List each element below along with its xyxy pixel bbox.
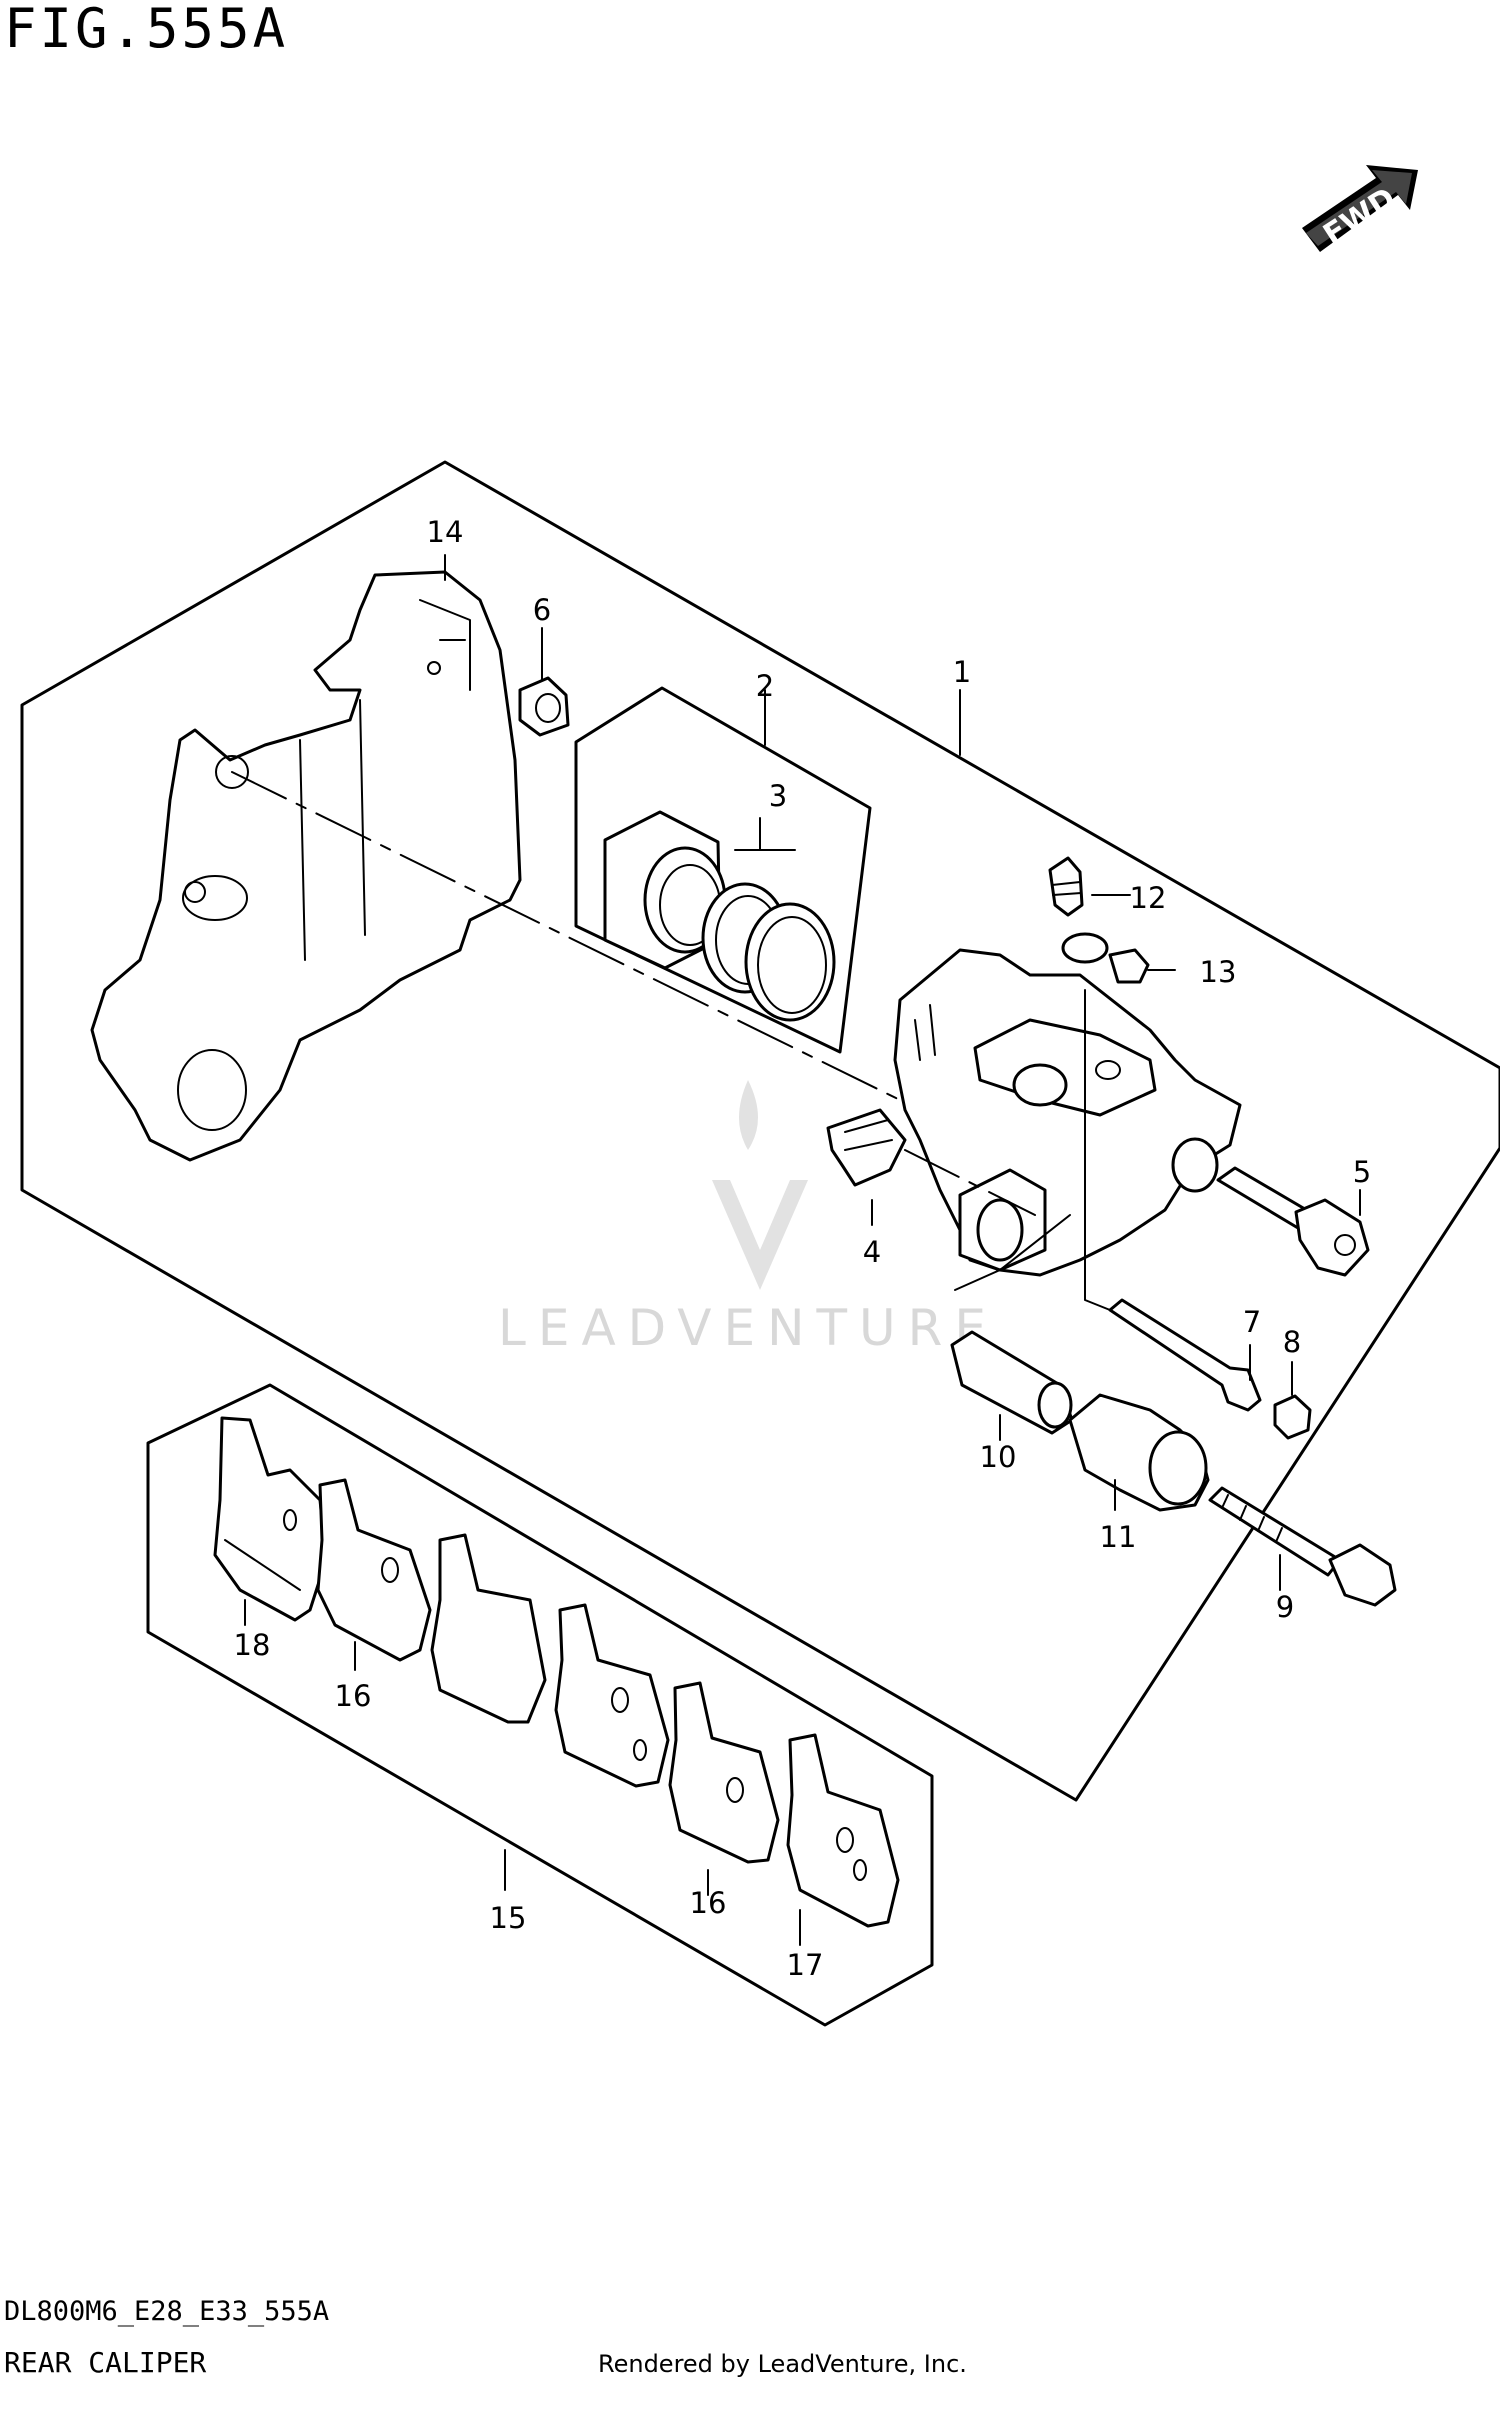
callout-17: 17 xyxy=(787,1948,824,1982)
callout-6: 6 xyxy=(533,593,551,627)
callout-12: 12 xyxy=(1130,881,1167,915)
leadventure-watermark: LEADVENTURE xyxy=(498,1080,998,1357)
part-9-bolt xyxy=(1208,1486,1397,1607)
callout-leaders xyxy=(244,554,1361,1946)
caliper-bracket xyxy=(90,570,522,1162)
part-5-slide-pin xyxy=(1216,1166,1370,1277)
callout-15: 15 xyxy=(490,1901,527,1935)
pad-set-outline xyxy=(146,1383,934,2027)
part-4-pad-spring xyxy=(826,1108,907,1187)
fwd-arrow-icon: FWD xyxy=(1302,165,1418,253)
part-13-bleeder-cap xyxy=(1061,932,1150,984)
callout-14: 14 xyxy=(427,515,464,549)
callout-4: 4 xyxy=(863,1235,881,1269)
callout-16-right: 16 xyxy=(690,1886,727,1920)
part-8-pin-plug xyxy=(1273,1394,1312,1440)
callout-5: 5 xyxy=(1353,1155,1371,1189)
part-7-pad-pin xyxy=(1108,1298,1262,1412)
part-6-nut xyxy=(518,676,570,737)
part-11-boot xyxy=(1068,1393,1210,1512)
rendered-by: Rendered by LeadVenture, Inc. xyxy=(598,2350,967,2378)
part-12-bleeder-screw xyxy=(1048,856,1084,917)
figure-title: FIG.555A xyxy=(4,0,289,60)
callout-3: 3 xyxy=(769,779,787,813)
piston-and-seals xyxy=(603,810,836,1022)
callout-1: 1 xyxy=(953,655,971,689)
section-title: REAR CALIPER xyxy=(4,2346,207,2379)
callout-18: 18 xyxy=(234,1628,271,1662)
callout-11: 11 xyxy=(1100,1520,1137,1554)
brake-pads xyxy=(213,1416,900,1928)
leader-lines xyxy=(231,771,1111,1311)
piston-kit-outline xyxy=(574,686,872,1054)
caliper-body xyxy=(893,948,1242,1277)
part-10-sleeve xyxy=(950,1330,1074,1435)
callout-7: 7 xyxy=(1243,1305,1261,1339)
callout-9: 9 xyxy=(1276,1590,1294,1624)
callout-8: 8 xyxy=(1283,1325,1301,1359)
callout-10: 10 xyxy=(980,1440,1017,1474)
watermark-text: LEADVENTURE xyxy=(498,1299,998,1357)
callout-13: 13 xyxy=(1200,955,1237,989)
caliper-assembly-outline xyxy=(20,460,1500,1802)
diagram-code: DL800M6_E28_E33_555A xyxy=(4,2296,330,2327)
callout-16-left: 16 xyxy=(335,1679,372,1713)
callout-2: 2 xyxy=(756,669,774,703)
